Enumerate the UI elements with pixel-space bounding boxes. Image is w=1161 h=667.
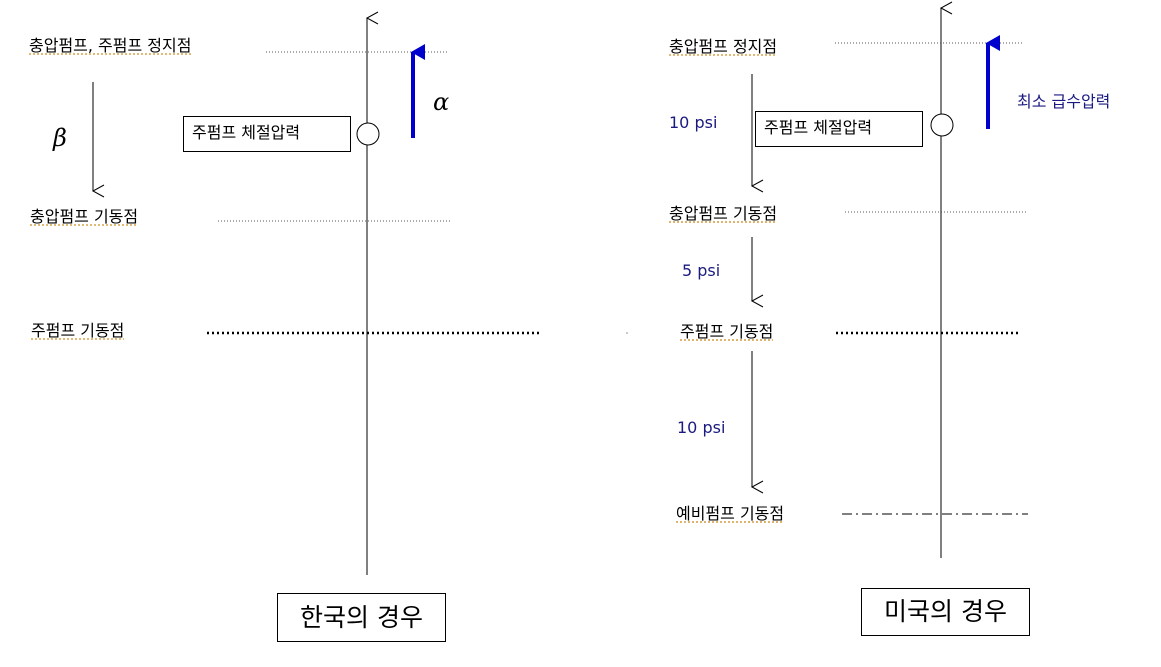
separator-dot — [626, 332, 628, 334]
korea-stop-label: 충압펌프, 주펌프 정지점 — [29, 36, 192, 55]
korea-shutoff-box: 주펌프 체절압력 — [183, 116, 351, 152]
usa-shutoff-box: 주펌프 체절압력 — [755, 111, 923, 147]
korea-jockey-start-label: 충압펌프 기동점 — [30, 207, 139, 226]
usa-interval-label-1: 10 psi — [669, 113, 718, 132]
usa-interval-label-2: 5 psi — [682, 261, 721, 280]
usa-min-pressure-label: 최소 급수압력 — [1017, 92, 1111, 111]
usa-caption: 미국의 경우 — [861, 588, 1030, 636]
korea-shutoff-marker — [356, 122, 380, 146]
korea-main-start-label: 주펌프 기동점 — [31, 321, 125, 340]
korea-caption: 한국의 경우 — [277, 593, 446, 642]
usa-jockey-start-label: 충압펌프 기동점 — [669, 204, 778, 223]
korea-beta-symbol: β — [53, 124, 67, 152]
usa-standby-start-label: 예비펌프 기동점 — [676, 504, 785, 523]
usa-stop-label: 충압펌프 정지점 — [669, 37, 778, 56]
korea-alpha-symbol: α — [433, 88, 450, 116]
usa-main-start-label: 주펌프 기동점 — [680, 322, 774, 341]
usa-shutoff-marker — [930, 113, 954, 137]
usa-interval-label-3: 10 psi — [677, 418, 726, 437]
